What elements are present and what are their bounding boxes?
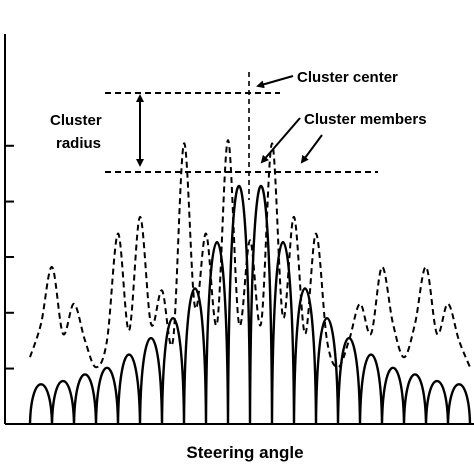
y-ticks [5, 144, 14, 370]
annotation-cluster-center: Cluster center [297, 69, 398, 86]
cluster-center-arrow [256, 75, 294, 89]
annotation-cluster-radius-line2: radius [56, 135, 101, 152]
cluster-members-arrow-1 [260, 117, 301, 164]
annotation-cluster-members: Cluster members [304, 111, 427, 128]
annotation-cluster-radius-line1: Cluster [50, 112, 102, 129]
series-solid-line [28, 184, 472, 425]
x-axis-label: Steering angle [186, 443, 303, 462]
cluster-members-arrow-2 [300, 134, 323, 164]
